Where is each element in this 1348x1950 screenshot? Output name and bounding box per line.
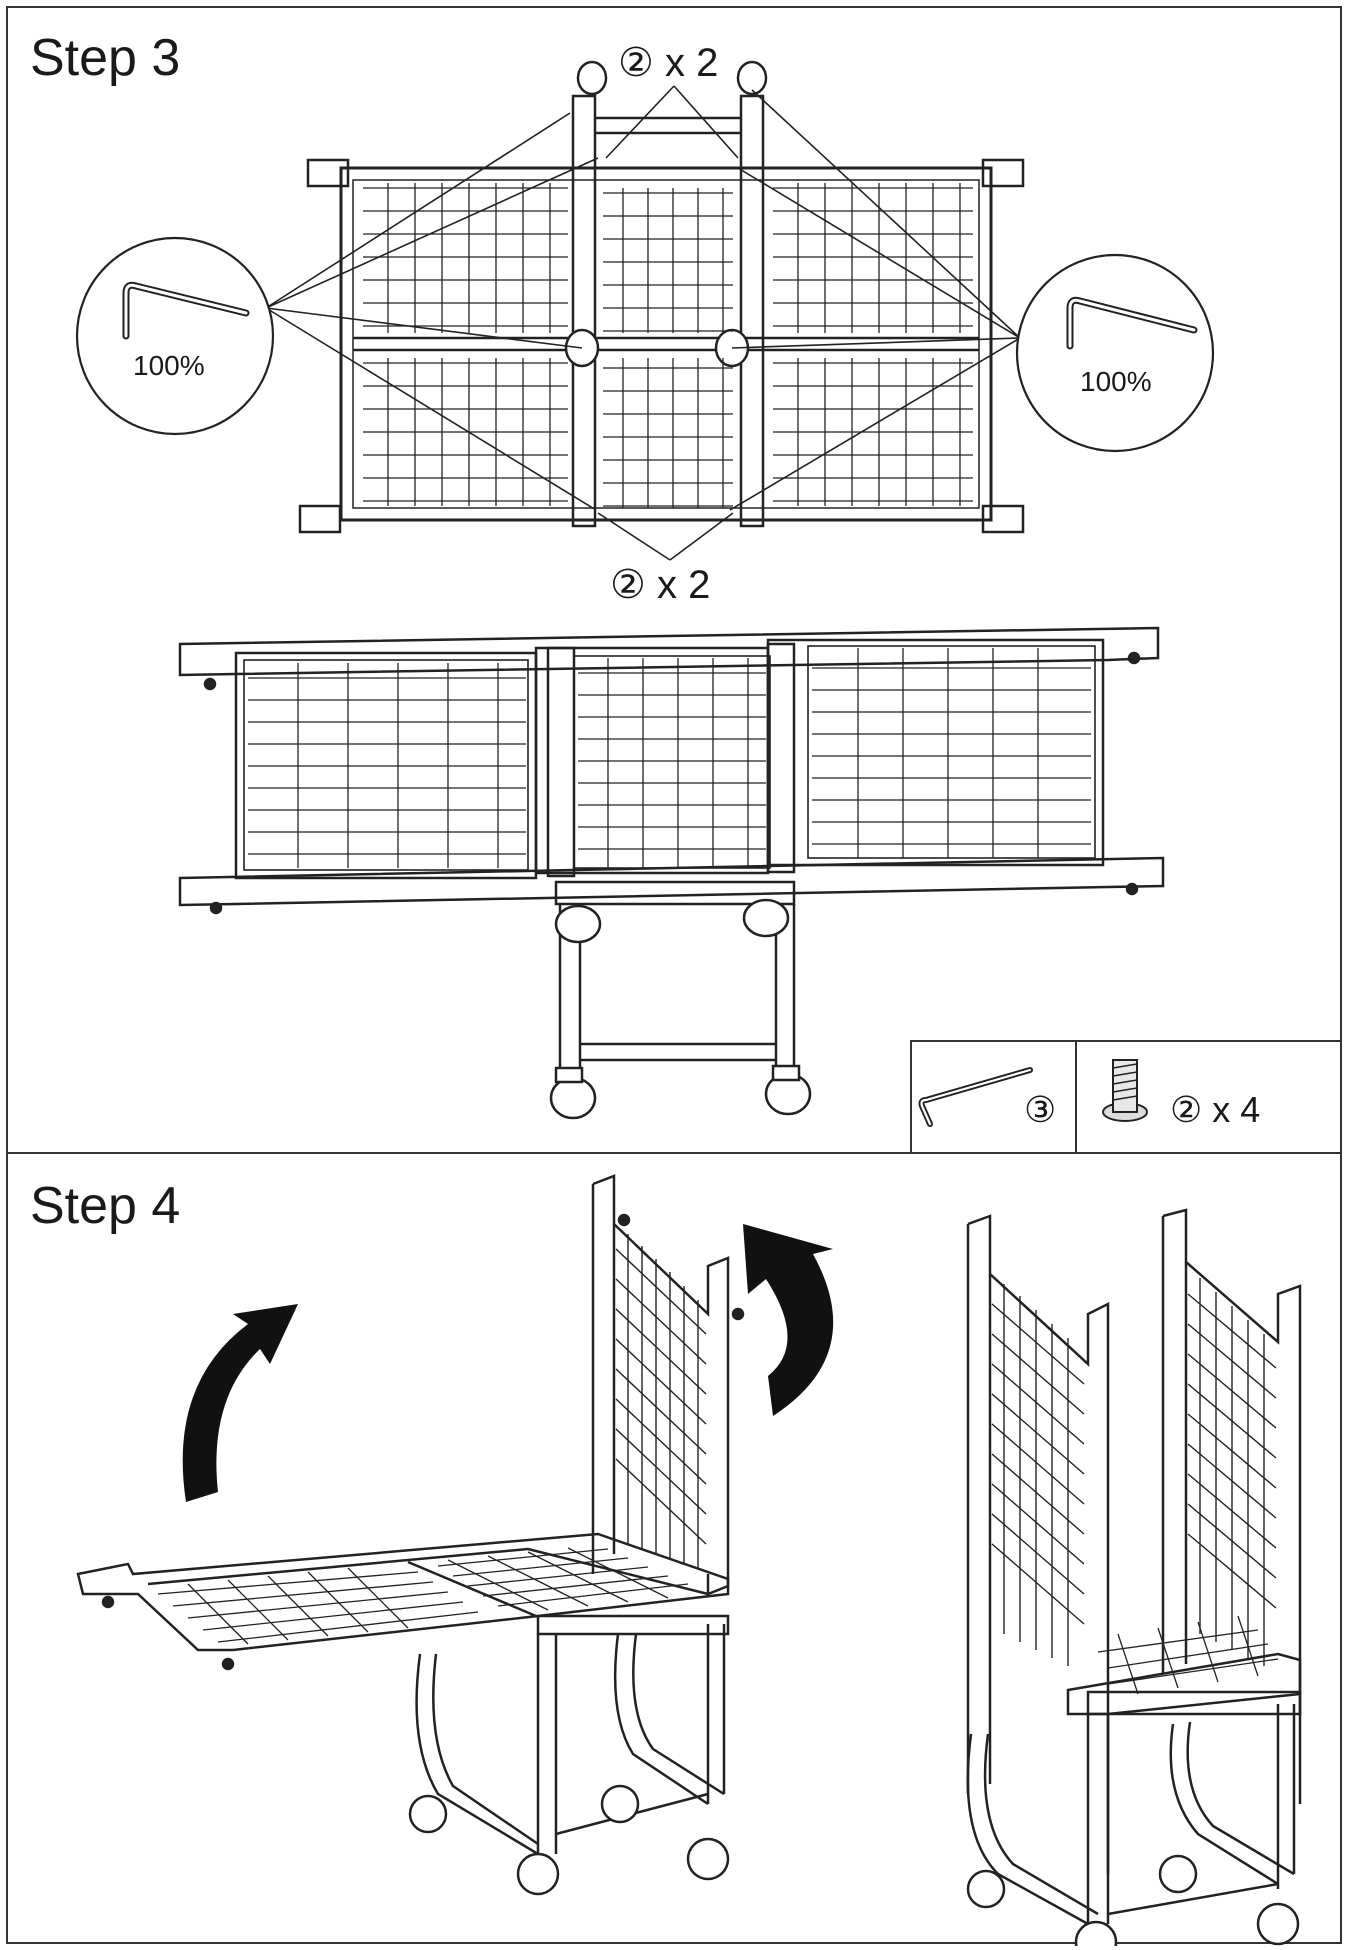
rotate-arrow-icon (743, 1224, 834, 1416)
rotate-arrow-icon (182, 1304, 298, 1502)
zoom-right-label: 100% (1080, 366, 1152, 397)
step-3-panel: Step 3 (6, 6, 1342, 1154)
parts-box: ③ ② x 4 (910, 1040, 1342, 1154)
bolt-icon (1102, 1059, 1148, 1122)
hex-key-icon (918, 1067, 1033, 1127)
bolt-label: ② x 4 (1170, 1089, 1260, 1130)
step-3-title: Step 3 (30, 29, 181, 87)
zoom-left-label: 100% (133, 350, 205, 381)
parts-divider (1075, 1042, 1077, 1152)
step-4-diagram (76, 1174, 1302, 1946)
zoom-circle-right (1015, 253, 1215, 453)
step-4-panel: Step 4 (6, 1152, 1342, 1946)
step-4-title: Step 4 (30, 1177, 181, 1235)
tool-label: ③ (1024, 1089, 1056, 1130)
front-view-frame (178, 626, 1165, 1120)
callout-top: ② x 2 (618, 41, 718, 85)
cart-frame-diagram (966, 1208, 1302, 1946)
top-view-frame (265, 60, 1025, 561)
step-3-diagram: ② x 2 ② x 2 100% 100% (75, 41, 1215, 1120)
cart-frame-diagram (76, 1174, 745, 1896)
zoom-circle-left (75, 236, 275, 436)
callout-bottom: ② x 2 (610, 563, 710, 607)
